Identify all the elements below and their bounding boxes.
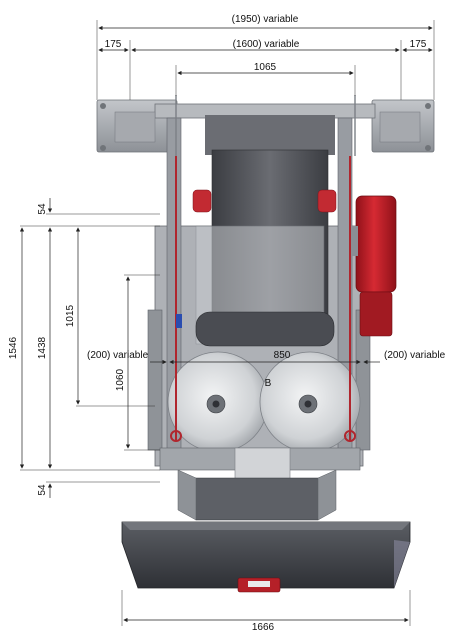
lower-chute [159, 447, 361, 521]
dim-hopper-width: 1666 [252, 622, 275, 630]
dim-drum-spacing: 1065 [254, 62, 277, 73]
belt [195, 115, 335, 347]
dim-side-right: 175 [410, 39, 427, 50]
dim-upper-height: 1015 [65, 304, 76, 327]
dimension-lines [19, 20, 435, 626]
dim-roll-spacing: 850 [274, 350, 291, 361]
dim-frame-height: 1438 [37, 336, 48, 359]
drive-motor [350, 195, 397, 337]
dim-total-height: 1546 [8, 336, 19, 359]
dim-roll-gap-right: (200) variable [384, 350, 446, 361]
dim-overall-width: (1950) variable [232, 14, 299, 25]
bottom-hopper [121, 521, 411, 593]
crusher-rolls [167, 351, 361, 453]
tension-rods [170, 95, 356, 442]
machine [96, 95, 435, 593]
dim-inner-width: (1600) variable [233, 39, 300, 50]
dim-bottom-gap: 54 [37, 484, 48, 496]
top-crossbeam [96, 99, 435, 153]
dim-roll-gap-left: (200) variable [87, 350, 149, 361]
belt-width-label: B [265, 378, 272, 389]
dim-top-gap: 54 [37, 203, 48, 215]
dim-lower-height: 1060 [115, 368, 126, 391]
upper-idlers [192, 189, 337, 213]
dim-side-left: 175 [105, 39, 122, 50]
dimension-labels: (1950) variable 175 (1600) variable 175 … [8, 14, 446, 630]
